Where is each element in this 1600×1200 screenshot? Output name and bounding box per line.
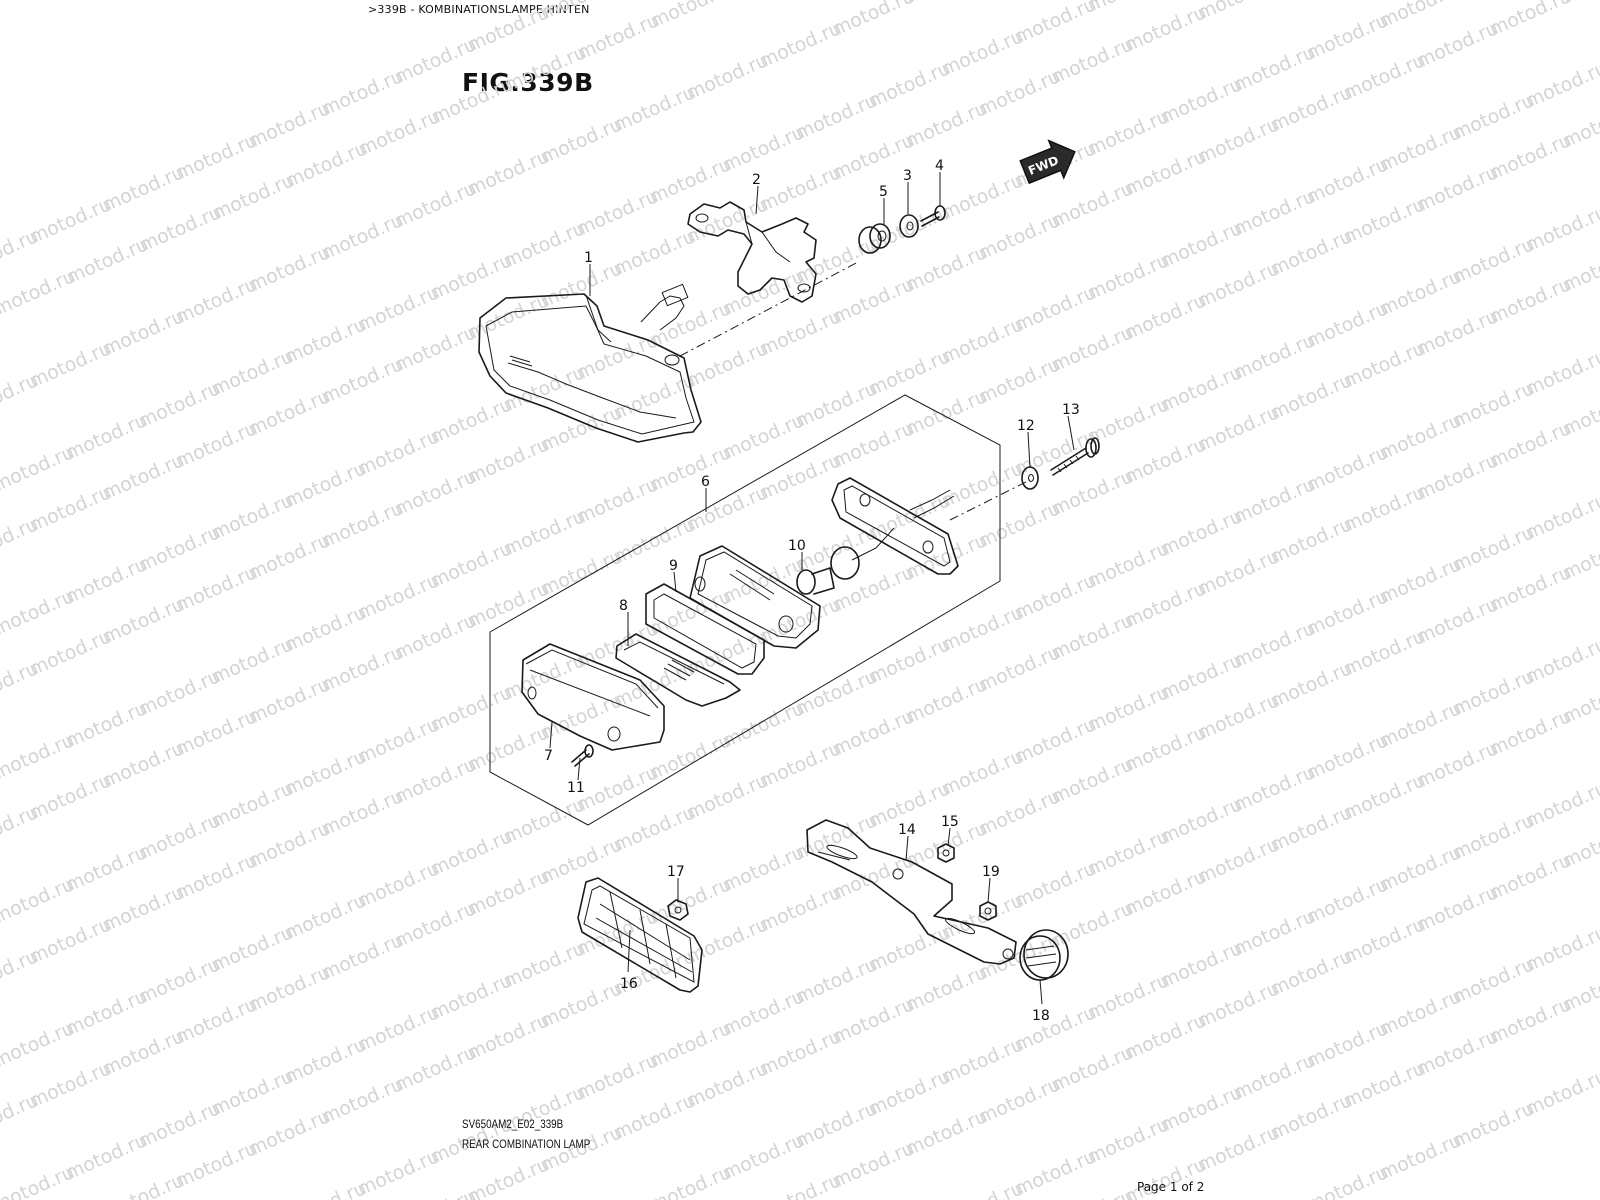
part-17-nut	[667, 899, 689, 921]
callout-4: 4	[935, 158, 944, 174]
callout-11: 11	[567, 780, 585, 796]
watermark-text: motod.ru	[1522, 1065, 1600, 1121]
part-1-tail-lamp	[478, 283, 702, 443]
callout-8: 8	[619, 598, 628, 614]
assembly-box-6	[489, 394, 1001, 826]
license-lamp-housing	[689, 545, 821, 649]
callout-12: 12	[1017, 418, 1035, 434]
watermark-text: motod.ru	[1376, 0, 1465, 33]
callout-7: 7	[544, 748, 553, 764]
watermark-text: motod.ru	[1559, 385, 1600, 441]
callout-3: 3	[903, 168, 912, 184]
callout-9: 9	[669, 558, 678, 574]
socket-plate	[831, 477, 959, 575]
callout-5: 5	[879, 184, 888, 200]
watermark-text: motod.ru	[829, 0, 918, 41]
watermark-text: motod.ru	[537, 0, 626, 25]
page-indicator: Page 1 of 2	[1137, 1180, 1205, 1194]
watermark-text: motod.ru	[1522, 777, 1600, 833]
figure-title: FIG.339B	[462, 68, 594, 97]
watermark-text: motod.ru	[1194, 0, 1283, 25]
part-14-bracket	[806, 819, 1017, 965]
callout-18: 18	[1032, 1008, 1050, 1024]
callout-13: 13	[1062, 402, 1080, 418]
diagram-code: SV650AM2_E02_339B	[462, 1117, 564, 1131]
callout-19: 19	[982, 864, 1000, 880]
callout-10: 10	[788, 538, 806, 554]
part-13-bolt	[1050, 437, 1100, 476]
watermark-text: motod.ru	[1522, 921, 1600, 977]
part-11-screw	[571, 744, 594, 767]
diagram-name: REAR COMBINATION LAMP	[462, 1137, 591, 1151]
callouts: 1 2 3 4 5 6 7 8 9 10 11 12 13 14 15 16 1…	[544, 158, 1080, 1024]
watermark-text: motod.ru	[647, 0, 736, 33]
callout-1: 1	[584, 250, 593, 266]
callout-17: 17	[667, 864, 685, 880]
part-7-lens	[521, 643, 665, 751]
watermark-text: motod.ru	[720, 0, 809, 1]
callout-6: 6	[701, 474, 710, 490]
part-3-washer	[899, 214, 919, 238]
part-2-bracket	[687, 201, 817, 303]
part-8-lens-cover	[615, 633, 741, 707]
watermark-text: motod.ru	[1449, 0, 1538, 1]
watermark-text: motod.ru	[1559, 241, 1600, 297]
watermark-text: motod.ru	[902, 0, 991, 9]
watermark-text: motod.ru	[1559, 817, 1600, 873]
part-16-reflector	[577, 877, 703, 993]
watermark-text: motod.ru	[1559, 673, 1600, 729]
watermark-text: motod.ru	[1522, 345, 1600, 401]
callout-15: 15	[941, 814, 959, 830]
watermark-text: motod.ru	[1559, 97, 1600, 153]
leader-lines	[549, 172, 1075, 1005]
watermark-text: motod.ru	[1559, 961, 1600, 1017]
watermark-text: motod.ru	[1486, 0, 1575, 41]
callout-2: 2	[752, 172, 761, 188]
watermark-text: motod.ru	[1011, 0, 1100, 49]
watermark-text: motod.ru	[1522, 489, 1600, 545]
watermark-text: motod.ru	[1522, 201, 1600, 257]
watermark-text: motod.ru	[1559, 529, 1600, 585]
callout-16: 16	[620, 976, 638, 992]
part-9-gasket	[645, 583, 765, 675]
part-15-nut	[937, 843, 955, 863]
callout-14: 14	[898, 822, 916, 838]
watermark-text: motod.ru	[1522, 633, 1600, 689]
watermark-text: motod.ru	[1084, 0, 1173, 17]
part-5-grommet	[858, 223, 891, 254]
watermark-text: motod.ru	[1522, 57, 1600, 113]
breadcrumb: >339B - KOMBINATIONSLAMPE HINTEN	[368, 3, 590, 16]
